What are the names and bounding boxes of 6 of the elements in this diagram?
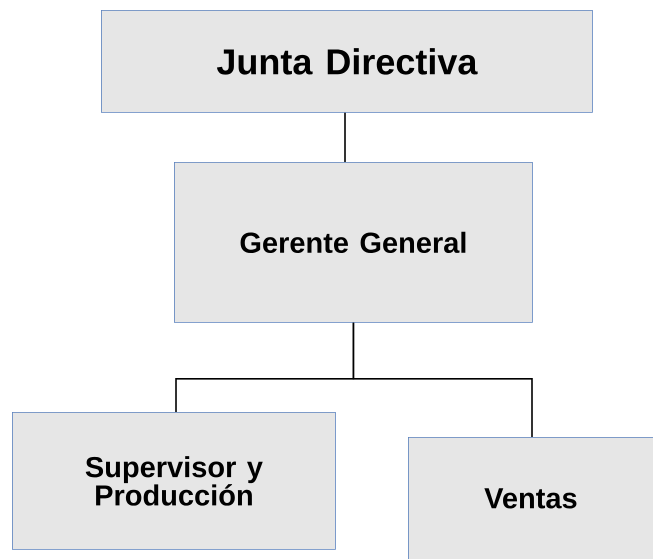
- org-box: Gerente General: [174, 162, 533, 323]
- connector-line: [352, 322, 533, 437]
- org-box: Junta Directiva: [101, 10, 593, 113]
- org-box: Supervisor y Producción: [12, 412, 336, 550]
- org-box: Ventas: [408, 437, 653, 559]
- connector-line: [344, 112, 346, 162]
